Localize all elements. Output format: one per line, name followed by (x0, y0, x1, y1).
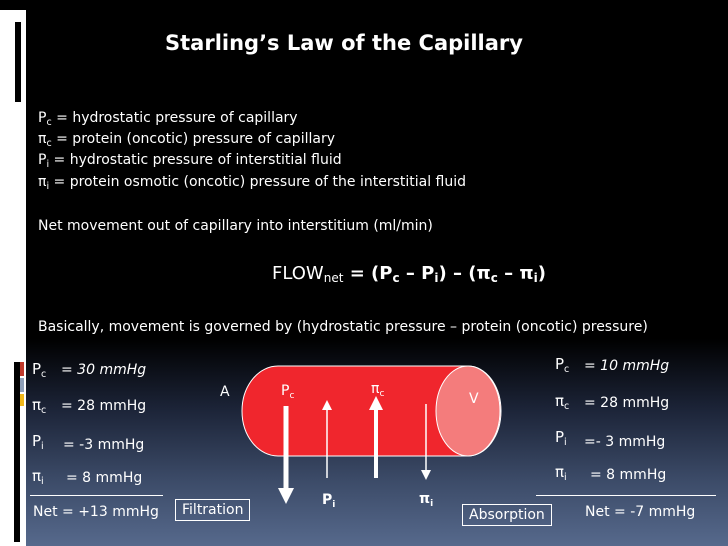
left-pii-label: πi (32, 467, 44, 487)
pii-arrow-head (421, 470, 431, 480)
right-pi-value: =- 3 mmHg (584, 434, 666, 450)
left-divider (30, 495, 163, 496)
absorption-box: Absorption (462, 504, 552, 526)
arterial-end-label: A (220, 384, 230, 400)
right-pc-label: Pc (555, 355, 570, 375)
left-pi-value: = -3 mmHg (63, 437, 145, 453)
definition-pic: πc = protein (oncotic) pressure of capil… (38, 131, 335, 149)
accent-yellow (20, 394, 24, 406)
left-net-value: Net = +13 mmHg (33, 504, 159, 520)
side-bar-stripe (15, 22, 21, 102)
left-pi-label: Pi (32, 432, 44, 452)
right-pii-value: = 8 mmHg (590, 467, 667, 483)
right-divider (536, 495, 716, 496)
accent-red (20, 362, 24, 376)
pi-diagram-label: Pi (322, 492, 335, 510)
accent-gray (20, 378, 24, 392)
pic-diagram-label: πc (371, 381, 384, 399)
side-bar-decoration (0, 0, 26, 546)
right-pic-value: = 28 mmHg (584, 395, 670, 411)
left-pc-value: = 30 mmHg (61, 362, 147, 378)
page-title: Starling’s Law of the Capillary (165, 31, 523, 55)
definition-pii: πi = protein osmotic (oncotic) pressure … (38, 174, 467, 192)
venous-end-label: V (469, 391, 479, 407)
pc-arrow-head (278, 488, 294, 504)
basically-text: Basically, movement is governed by (hydr… (38, 319, 648, 335)
side-bar-stripe-bottom (14, 362, 20, 542)
capillary-venous-end (435, 365, 501, 457)
definition-pi: Pi = hydrostatic pressure of interstitia… (38, 152, 342, 170)
side-bar-stripe-top (0, 0, 26, 10)
right-pc-value: = 10 mmHg (584, 358, 670, 374)
flow-formula: FLOWnet = (Pc – Pi) – (πc – πi) (272, 263, 546, 285)
left-pic-value: = 28 mmHg (61, 398, 147, 414)
definition-pc: Pc = hydrostatic pressure of capillary (38, 110, 298, 128)
pi-arrow-head (322, 400, 332, 410)
right-pii-label: πi (555, 463, 567, 483)
filtration-box: Filtration (175, 499, 251, 521)
left-pc-label: Pc (32, 360, 47, 380)
pii-diagram-label: πi (419, 491, 433, 509)
left-pii-value: = 8 mmHg (66, 470, 143, 486)
left-pic-label: πc (32, 396, 47, 416)
net-movement-text: Net movement out of capillary into inter… (38, 218, 433, 234)
pc-diagram-label: Pc (281, 383, 294, 401)
right-net-value: Net = -7 mmHg (585, 504, 696, 520)
right-pi-label: Pi (555, 428, 567, 448)
pic-arrow-head (369, 396, 383, 410)
right-pic-label: πc (555, 392, 570, 412)
